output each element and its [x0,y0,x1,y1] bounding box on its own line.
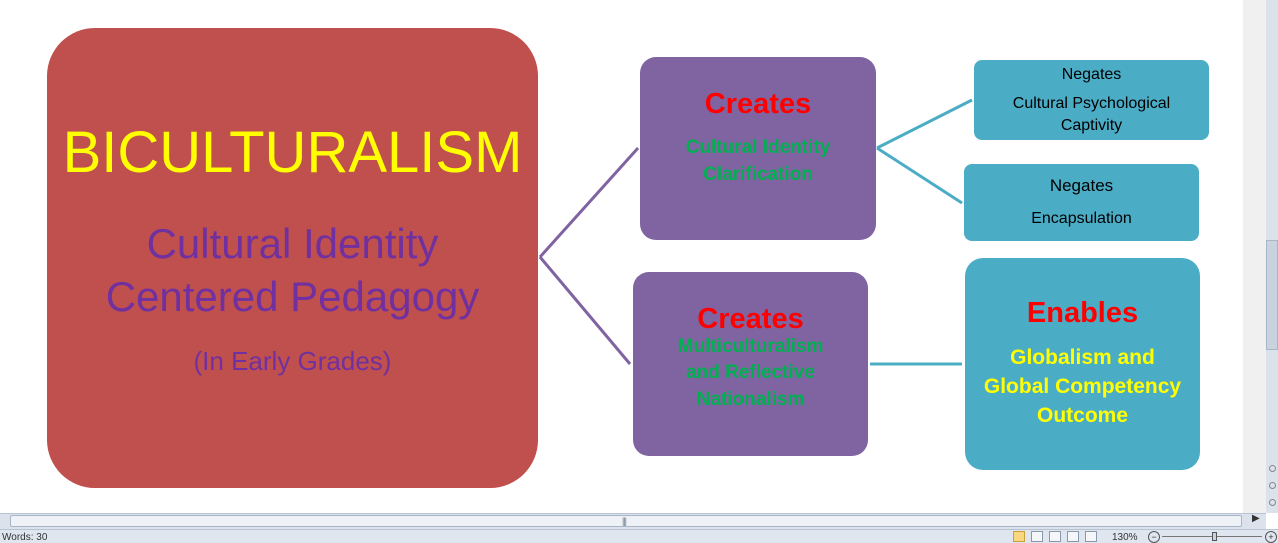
zoom-out-icon[interactable]: − [1148,531,1160,543]
enables-heading: Enables [1026,297,1139,330]
vertical-scroll-thumb[interactable] [1266,240,1278,350]
creates-bottom-line3: Nationalism [696,388,805,410]
creates-top-line2: Clarification [703,164,813,185]
full-screen-reading-view-icon[interactable] [1031,531,1043,542]
zoom-slider-knob[interactable] [1212,532,1217,541]
connector-main-to-creates-top [538,146,640,259]
draft-view-icon[interactable] [1085,531,1097,542]
zoom-level[interactable]: 130% [1112,532,1138,543]
creates-top-heading: Creates [704,88,812,121]
enables-line3: Outcome [1036,403,1128,427]
negates-1-line2: Captivity [1060,116,1123,134]
browse-object-icon[interactable] [1269,482,1276,489]
negates-1-heading: Negates [1061,65,1122,83]
word-count[interactable]: Words: 30 [2,532,48,543]
creates-multiculturalism-box: Creates Multiculturalism and Reflective … [633,272,868,456]
connector-creates-to-negates-2 [876,146,963,205]
scroll-grip-icon: ||| [622,516,627,526]
enables-globalism-box: Enables Globalism and Global Competency … [965,258,1200,470]
creates-clarification-box: Creates Cultural Identity Clarification [640,57,876,240]
creates-top-line1: Cultural Identity [685,137,831,159]
negates-1-line1: Cultural Psychological [1012,95,1171,113]
horizontal-scroll-thumb[interactable] [10,515,1242,527]
main-note: (In Early Grades) [193,346,392,377]
main-subtitle: Cultural Identity Centered Pedagogy [106,217,480,325]
main-subtitle-line1: Cultural Identity [146,219,439,267]
creates-bottom-heading: Creates [697,302,804,335]
negates-captivity-box: Negates Cultural Psychological Captivity [974,60,1209,140]
main-subtitle-line2: Centered Pedagogy [105,273,480,321]
negates-encapsulation-box: Negates Encapsulation [964,164,1199,241]
enables-line2: Global Competency [983,375,1182,399]
outline-view-icon[interactable] [1067,531,1079,542]
creates-bottom-line2: and Reflective [686,362,815,384]
biculturalism-box: BICULTURALISM Cultural Identity Centered… [47,28,538,488]
negates-2-line1: Encapsulation [1031,210,1132,228]
zoom-in-icon[interactable]: + [1265,531,1277,543]
next-page-icon[interactable] [1269,499,1276,506]
negates-2-heading: Negates [1049,176,1114,196]
scroll-right-arrow-icon[interactable]: ▶ [1252,513,1260,524]
previous-page-icon[interactable] [1269,465,1276,472]
status-bar [0,529,1278,543]
connector-creates-to-negates-1 [876,98,973,150]
connector-lines [538,98,973,366]
web-layout-view-icon[interactable] [1049,531,1061,542]
enables-line1: Globalism and [1010,346,1155,370]
connector-main-to-creates-bottom [538,256,632,365]
print-layout-view-icon[interactable] [1013,531,1025,542]
main-title: BICULTURALISM [62,119,523,185]
creates-bottom-line1: Multiculturalism [677,335,824,357]
